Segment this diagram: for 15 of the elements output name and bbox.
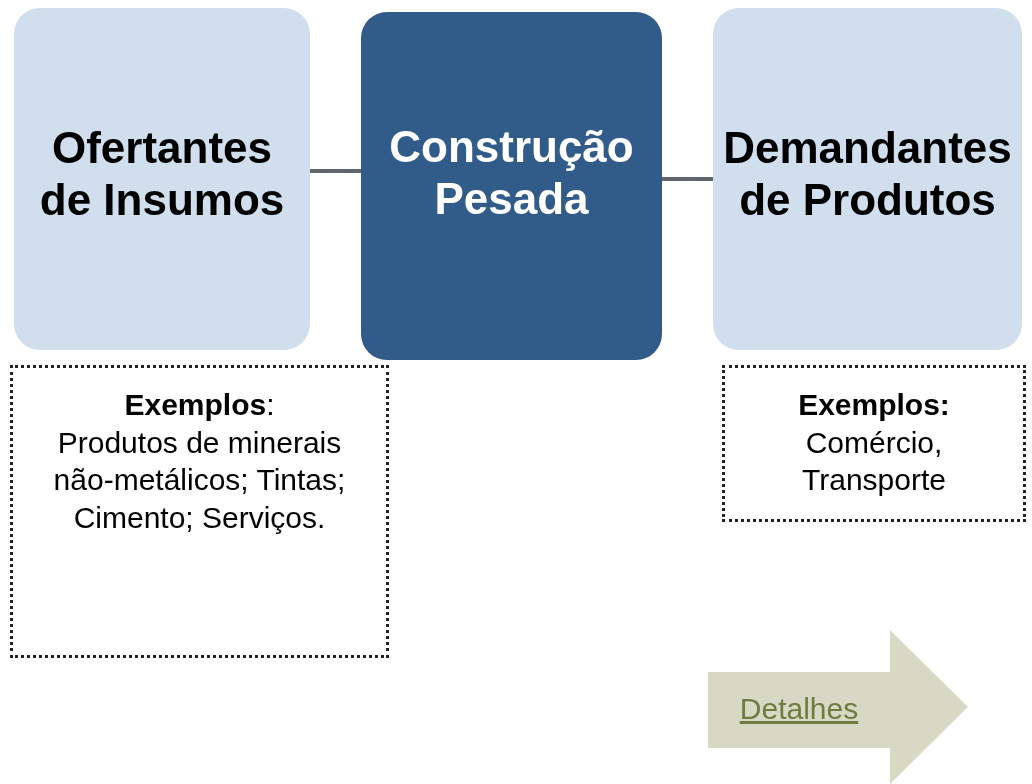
connector-line: [662, 177, 713, 181]
example-text: Comércio, Transporte: [801, 424, 947, 498]
process-box: [361, 12, 662, 360]
process-box: [713, 8, 1022, 350]
example-heading: Exemplos:: [798, 387, 950, 423]
process-box: [14, 8, 310, 350]
details-link: Detalhes: [738, 692, 860, 726]
box-title: Ofertantes de Insumos: [38, 122, 286, 226]
box-title: Demandantes de Produtos: [722, 122, 1013, 226]
example-heading: Exemplos:: [124, 387, 275, 423]
example-box: [10, 365, 389, 658]
example-text: Produtos de minerais não-metálicos; Tintas; Cimento; Serviços.: [53, 424, 346, 536]
connector-line: [310, 169, 361, 173]
box-title: Construção Pesada: [388, 121, 635, 225]
example-box: [722, 365, 1026, 522]
